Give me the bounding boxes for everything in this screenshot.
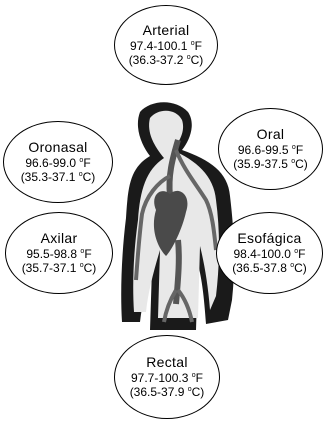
celsius-range: (35.9-37.5 oC) [233,158,308,172]
celsius-range: (36.5-37.9 oC) [130,386,205,400]
fahrenheit-range: 97.7-100.3 oF [131,372,203,386]
celsius-range: (35.3-37.1 oC) [21,171,96,185]
site-ellipse-rectal: Rectal 97.7-100.3 oF (36.5-37.9 oC) [114,335,220,419]
fahrenheit-range: 96.6-99.5 oF [238,144,303,158]
site-ellipse-arterial: Arterial 97.4-100.1 oF (36.3-37.2 oC) [114,5,218,85]
celsius-range: (35.7-37.1 oC) [22,262,97,276]
site-ellipse-oral: Oral 96.6-99.5 oF (35.9-37.5 oC) [218,108,323,190]
fahrenheit-range: 98.4-100.0 oF [234,248,306,262]
celsius-range: (36.3-37.2 oC) [129,54,204,68]
descending-aorta [176,240,179,304]
fahrenheit-range: 97.4-100.1 oF [130,40,202,54]
site-ellipse-esofagica: Esofágica 98.4-100.0 oF (36.5-37.8 oC) [216,212,323,294]
site-label: Esofágica [237,230,301,246]
site-label: Rectal [146,354,187,370]
site-ellipse-axilar: Axilar 95.5-98.8 oF (35.7-37.1 oC) [5,212,113,294]
site-label: Oral [257,126,285,142]
site-label: Arterial [143,22,190,38]
fahrenheit-range: 95.5-98.8 oF [26,248,91,262]
site-label: Axilar [41,230,78,246]
site-label: Oronasal [28,139,87,155]
site-ellipse-oronasal: Oronasal 96.6-99.0 oF (35.3-37.1 oC) [3,121,113,203]
celsius-range: (36.5-37.8 oC) [232,262,307,276]
fahrenheit-range: 96.6-99.0 oF [25,157,90,171]
